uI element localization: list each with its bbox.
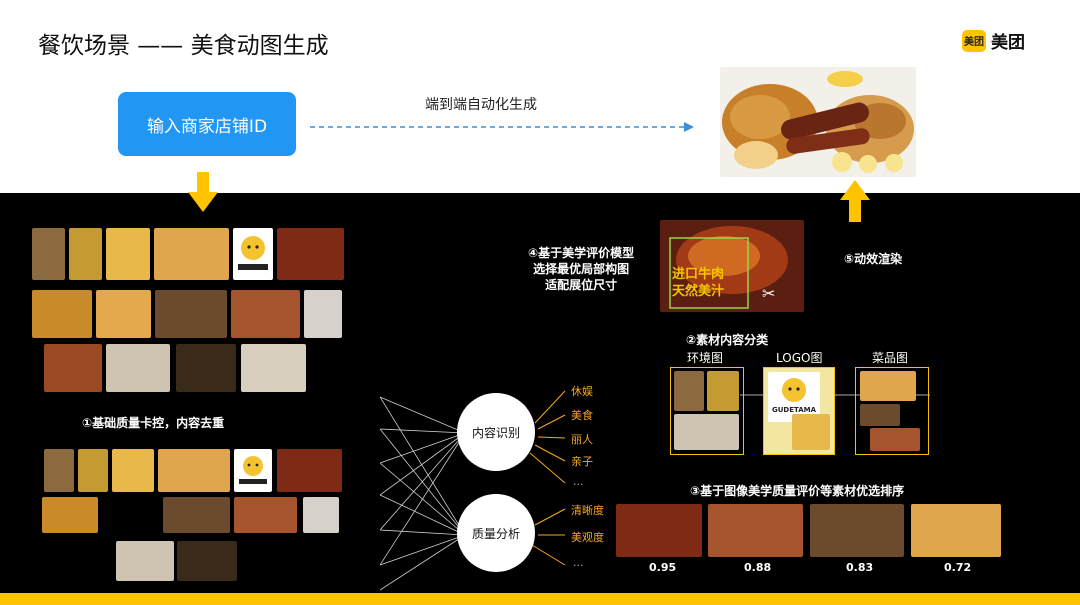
- ranked-image: [708, 504, 803, 557]
- thumb-dish: [163, 497, 230, 533]
- score-label: 0.95: [649, 561, 677, 574]
- thumb-soup: [277, 228, 344, 280]
- page-title: 餐饮场景 —— 美食动图生成: [38, 33, 329, 59]
- content-tag: 美食: [571, 409, 593, 422]
- brand-badge: 美团: [962, 29, 986, 52]
- thumb-dish: [32, 290, 92, 338]
- down-arrow-icon: [188, 172, 218, 212]
- bottom-accent-bar: [0, 593, 1080, 605]
- thumb-env: [116, 541, 174, 581]
- content-recognition-node: 内容识别: [457, 393, 535, 471]
- calligraphy-line: 天然美汁: [672, 284, 725, 299]
- step4-line: 适配展位尺寸: [545, 278, 618, 292]
- thumb-dish: [234, 497, 297, 533]
- content-tag: 休娱: [571, 385, 593, 398]
- thumb-dish: [860, 371, 916, 401]
- thumb-dish: [154, 228, 229, 280]
- generated-food-image: [720, 67, 916, 177]
- category-env-label: 环境图: [687, 351, 724, 365]
- category-logo-label: LOGO图: [776, 351, 823, 365]
- content-tag: 丽人: [571, 433, 593, 446]
- thumb-menu: [304, 290, 342, 338]
- scissors-icon: ✂: [762, 284, 776, 303]
- calligraphy-line: 进口牛肉: [672, 267, 725, 282]
- step4-line: 选择最优局部构图: [533, 262, 630, 276]
- ranked-image: [810, 504, 904, 557]
- thumb-soup: [277, 449, 342, 492]
- thumb-menu: [303, 497, 339, 533]
- dish-category-frame: [855, 367, 929, 455]
- step3-label: ③基于图像美学质量评价等素材优选排序: [690, 484, 905, 498]
- content-tag: 亲子: [571, 455, 593, 468]
- quality-tag: ...: [573, 556, 584, 569]
- thumb-dish: [96, 290, 151, 338]
- calligraphy-text: 进口牛肉 天然美汁: [672, 266, 724, 300]
- logo-category-frame: GUDETAMA: [763, 367, 835, 455]
- step1-label: ①基础质量卡控，内容去重: [82, 416, 225, 430]
- env-category-frame: [670, 367, 744, 455]
- step4-label: ④基于美学评价模型 选择最优局部构图 适配展位尺寸: [528, 245, 634, 293]
- thumb-env: [106, 344, 170, 392]
- thumb-logo: [233, 228, 273, 280]
- brand-text: 美团: [991, 33, 1025, 53]
- quality-analysis-node: 质量分析: [457, 494, 535, 572]
- thumb-env: [674, 371, 704, 411]
- step2-label: ②素材内容分类: [686, 333, 769, 347]
- step4-line: ④基于美学评价模型: [528, 246, 635, 260]
- thumb-logo: GUDETAMA: [768, 372, 820, 422]
- thumb-poster: [792, 414, 830, 450]
- up-arrow-icon: [840, 180, 870, 222]
- quality-tag: 美观度: [571, 531, 604, 544]
- thumb-poster: [106, 228, 150, 280]
- thumb-env: [241, 344, 306, 392]
- input-store-id-box: 输入商家店铺ID: [118, 92, 296, 156]
- thumb-dish: [44, 344, 102, 392]
- thumb-dish: [42, 497, 98, 533]
- thumb-dish: [860, 404, 900, 426]
- content-tag: ...: [573, 475, 584, 488]
- thumb-menu: [176, 344, 236, 392]
- thumb-dish: [155, 290, 227, 338]
- score-label: 0.72: [944, 561, 972, 574]
- brand-logo: 美团 美团: [962, 28, 1025, 53]
- analysis-network-lines: [380, 390, 566, 591]
- thumb-dish: [158, 449, 230, 492]
- thumb-env: [674, 414, 739, 450]
- ranked-image: [616, 504, 702, 557]
- thumb-dish: [231, 290, 300, 338]
- thumb-env: [78, 449, 108, 492]
- crop-soup-image: 进口牛肉 天然美汁 ✂: [660, 220, 804, 312]
- score-label: 0.83: [846, 561, 874, 574]
- dashed-arrow: [310, 122, 694, 132]
- ranked-image: [911, 504, 1001, 557]
- thumb-env: [707, 371, 739, 411]
- thumb-env: [69, 228, 102, 280]
- thumb-poster: [112, 449, 154, 492]
- thumb-env: [32, 228, 65, 280]
- score-label: 0.88: [744, 561, 772, 574]
- thumb-logo: [234, 449, 272, 492]
- gudetama-logo-text: GUDETAMA: [771, 406, 817, 414]
- thumb-dish: [870, 428, 920, 451]
- quality-tag: 清晰度: [571, 504, 604, 517]
- thumb-menu: [177, 541, 237, 581]
- step5-label: ⑤动效渲染: [844, 252, 903, 266]
- category-dish-label: 菜品图: [872, 351, 909, 365]
- auto-generation-label: 端到端自动化生成: [425, 97, 537, 113]
- thumb-env: [44, 449, 74, 492]
